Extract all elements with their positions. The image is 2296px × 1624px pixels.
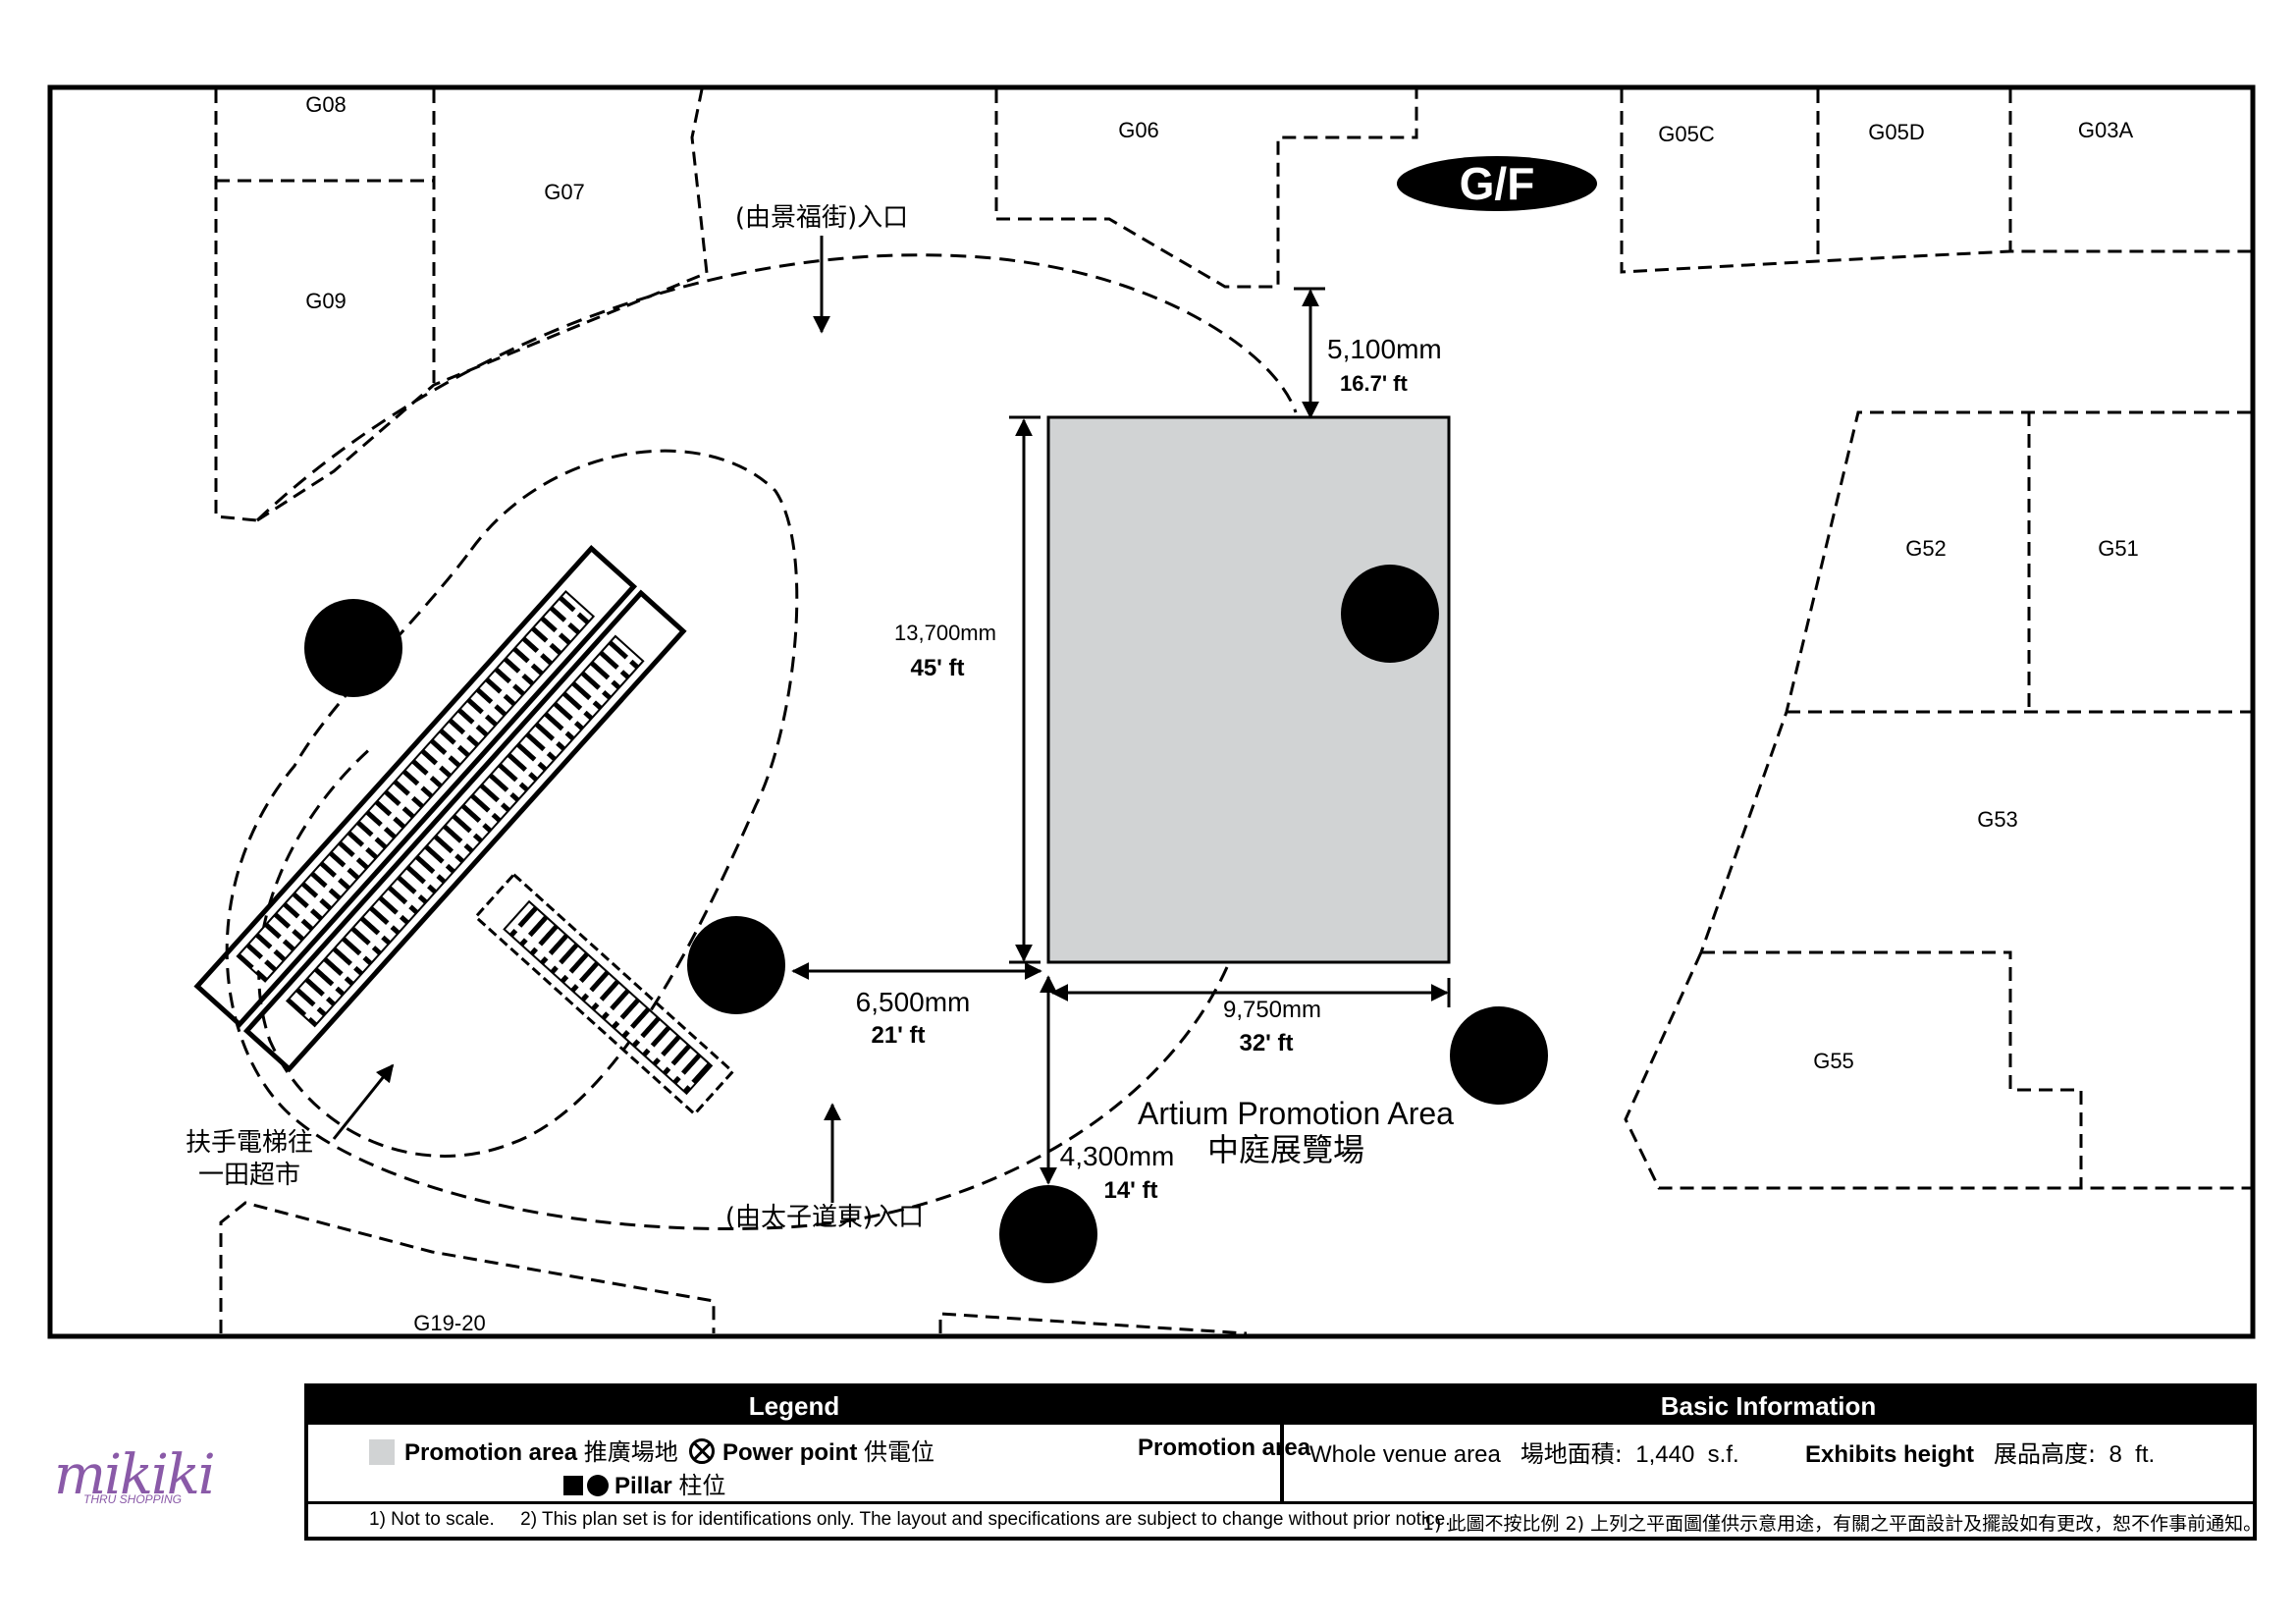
shop-label: G05D [1868, 120, 1924, 144]
basic-info-title: Basic Information [1284, 1387, 2253, 1425]
logo-text: mikiki [54, 1443, 216, 1507]
shop-outlines [214, 88, 2251, 1335]
notes-en: 1) Not to scale. 2) This plan set is for… [369, 1509, 1451, 1530]
legend-promotion-en: Promotion area [404, 1439, 578, 1466]
whole-venue-label: Whole venue area [1309, 1441, 1501, 1468]
height-zh-label: 展品高度: [1994, 1440, 2097, 1468]
south-entrance-label: (由太子道東)入口 [725, 1203, 924, 1232]
shop-label: G07 [544, 180, 585, 204]
power-point-icon [689, 1438, 715, 1464]
escalator-group [193, 545, 735, 1140]
shop-label: G08 [305, 92, 347, 117]
exhibits-row: Exhibits height 展品高度: 8 ft. [1805, 1435, 2155, 1469]
height-value: 8 ft. [2109, 1441, 2156, 1468]
legend-pillar-zh: 柱位 [678, 1472, 726, 1499]
shop-label: G55 [1813, 1049, 1854, 1073]
legend-pillar-row: Pillar 柱位 [563, 1466, 725, 1500]
legend-power-row: Power point 供電位 [689, 1433, 934, 1467]
legend-pillar-en: Pillar [614, 1473, 672, 1499]
pillar [304, 599, 402, 697]
whole-venue-row: Whole venue area 場地面積: 1,440 s.f. [1309, 1435, 1739, 1469]
shop-label: G52 [1905, 536, 1947, 561]
legend-power-zh: 供電位 [864, 1438, 935, 1466]
shop-label: G06 [1118, 118, 1159, 142]
legend-power-en: Power point [722, 1439, 858, 1466]
area-value: 1,440 s.f. [1635, 1441, 1739, 1468]
escalator-note-line2: 一田超市 [198, 1161, 300, 1190]
promotion-area-title-en: Artium Promotion Area [1138, 1096, 1454, 1131]
exhibits-height-label: Exhibits height [1805, 1441, 1975, 1468]
pillar-square-icon [563, 1476, 583, 1495]
promotion-area-swatch [369, 1439, 395, 1465]
logo-subtext: THRU SHOPPING [83, 1492, 183, 1506]
dim-left-mm: 6,500mm [856, 987, 971, 1017]
shop-label: G03A [2078, 118, 2134, 142]
floor-label: G/F [1460, 158, 1535, 209]
escalator-note-line1: 扶手電梯往 [186, 1128, 313, 1158]
pillar [999, 1185, 1097, 1283]
pillars [304, 565, 1548, 1283]
dim-bottom-ft: 14' ft [1103, 1177, 1157, 1204]
promotion-area [1046, 415, 1451, 964]
shop-label: G05C [1658, 122, 1715, 146]
dim-width-mm: 9,750mm [1223, 997, 1321, 1023]
dim-bottom-mm: 4,300mm [1060, 1141, 1175, 1171]
notes-zh: 1) 此圖不按比例 2) 上列之平面圖僅供示意用途，有關之平面設計及擺設如有更改… [1422, 1513, 2263, 1535]
dim-width-ft: 32' ft [1239, 1030, 1293, 1056]
promotion-area-title-zh: 中庭展覽場 [1207, 1131, 1364, 1168]
basic-info-row: Promotion area [1138, 1435, 1310, 1462]
dim-top-ft: 16.7' ft [1340, 371, 1408, 396]
promotion-zone-outline [225, 253, 1298, 1230]
pillar [1341, 565, 1439, 663]
table-divider [1280, 1387, 1284, 1501]
plan-border [47, 84, 2256, 1339]
promotion-area-label: Promotion area [1138, 1435, 1311, 1461]
legend-table: Legend Basic Information Promotion area … [304, 1383, 2262, 1541]
dim-top-mm: 5,100mm [1327, 334, 1442, 364]
legend-promotion-zh: 推廣場地 [583, 1438, 678, 1466]
legend-promotion-row: Promotion area 推廣場地 [369, 1433, 678, 1467]
pillar [1450, 1006, 1548, 1105]
shop-label: G53 [1977, 807, 2018, 832]
north-entrance-label: (由景福街)入口 [735, 203, 908, 233]
dim-height-mm: 13,700mm [894, 621, 996, 645]
floor-plan: G/F G08 G07 G09 G06 G05C G05D G03A G52 G… [47, 84, 2256, 1339]
legend-title: Legend [308, 1387, 1280, 1425]
floor-badge [1397, 156, 1597, 211]
dim-height-ft: 45' ft [910, 655, 964, 681]
shop-label: G51 [2098, 536, 2139, 561]
dimension-lines [791, 287, 1451, 1185]
shop-label: G09 [305, 289, 347, 313]
mikiki-logo: mikiki THRU SHOPPING [54, 1412, 285, 1510]
dim-left-ft: 21' ft [871, 1022, 925, 1049]
pillar [687, 916, 785, 1014]
shop-label: G19-20 [413, 1311, 485, 1335]
pillar-circle-icon [587, 1475, 609, 1496]
area-zh-label: 場地面積: [1520, 1440, 1623, 1468]
table-divider [308, 1501, 2253, 1504]
